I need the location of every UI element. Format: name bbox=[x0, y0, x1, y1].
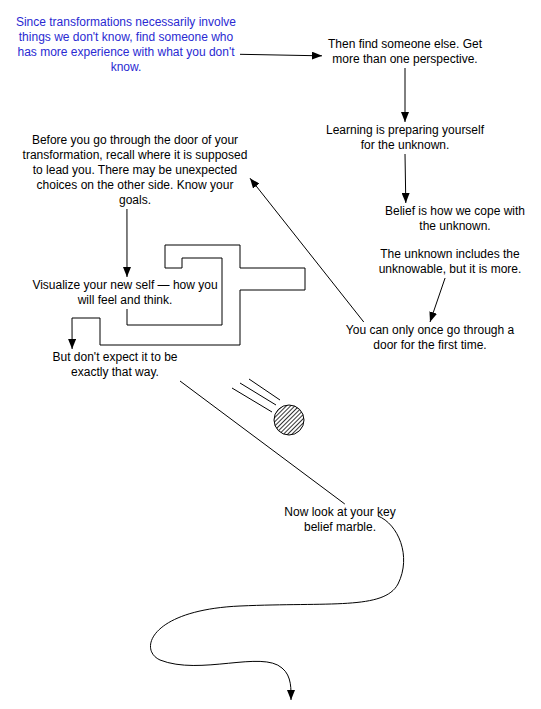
flow-arrow bbox=[240, 54, 322, 56]
connector-layer bbox=[72, 54, 445, 504]
note-text: Visualize your new self — how you will f… bbox=[27, 278, 223, 308]
flow-arrow bbox=[405, 154, 407, 203]
motion-line bbox=[240, 383, 276, 405]
note-text: Then find someone else. Get more than on… bbox=[324, 37, 486, 67]
note-text: Belief is how we cope with the unknown. bbox=[375, 204, 535, 234]
note-text-block: The unknown includes the unknowable, but… bbox=[368, 246, 532, 278]
flow-arrow bbox=[430, 278, 445, 322]
note-text: The unknown includes the unknowable, but… bbox=[370, 247, 530, 277]
belief-marble bbox=[274, 405, 304, 435]
note-text: Before you go through the door of your t… bbox=[22, 133, 248, 208]
note-text-block: Belief is how we cope with the unknown. bbox=[373, 203, 537, 235]
note-text: Learning is preparing yourself for the u… bbox=[320, 123, 490, 153]
flow-arrow bbox=[250, 178, 364, 322]
flow-arrow bbox=[126, 209, 127, 277]
note-text-block: Now look at your key belief marble. bbox=[280, 504, 400, 536]
note-text: Since transformations necessarily involv… bbox=[14, 15, 238, 75]
note-text-block: Visualize your new self — how you will f… bbox=[25, 277, 225, 309]
flow-arrow bbox=[405, 68, 406, 122]
note-text-block: Since transformations necessarily involv… bbox=[12, 14, 240, 76]
motion-line bbox=[232, 388, 272, 412]
note-text-block: Then find someone else. Get more than on… bbox=[322, 36, 488, 68]
note-text: But don't expect it to be exactly that w… bbox=[52, 350, 178, 380]
note-text-block: But don't expect it to be exactly that w… bbox=[50, 349, 180, 381]
note-text-block: You can only once go through a door for … bbox=[338, 322, 522, 354]
marble-illustration bbox=[232, 379, 304, 435]
note-text-block: Before you go through the door of your t… bbox=[20, 132, 250, 209]
note-text-block: Learning is preparing yourself for the u… bbox=[318, 122, 492, 154]
flow-arrow bbox=[180, 381, 345, 504]
note-text: Now look at your key belief marble. bbox=[282, 505, 398, 535]
winding-arrow bbox=[150, 516, 403, 700]
flow-arrow bbox=[72, 245, 305, 349]
note-text: You can only once go through a door for … bbox=[340, 323, 520, 353]
motion-line bbox=[249, 379, 280, 400]
